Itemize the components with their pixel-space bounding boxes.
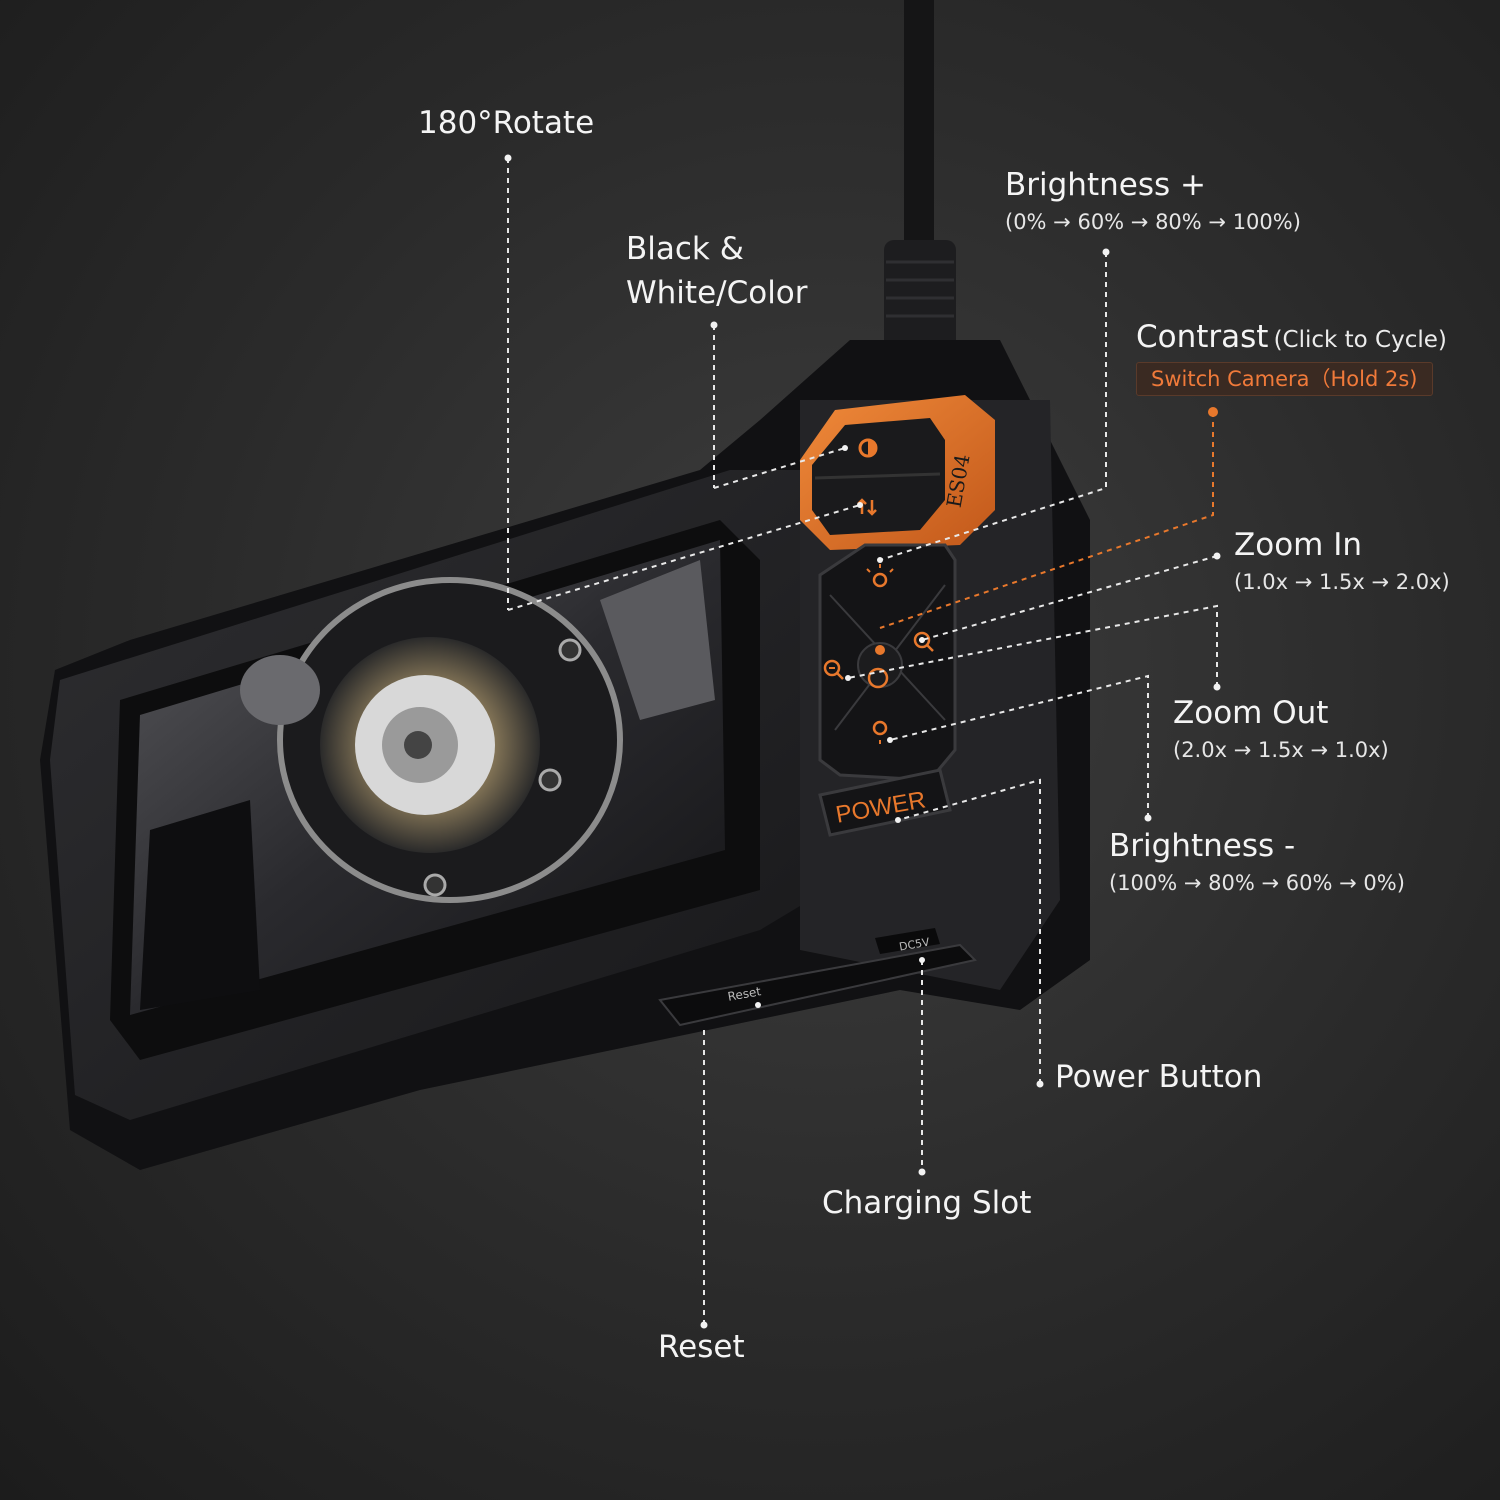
label-zoom-in: Zoom In (1.0x → 1.5x → 2.0x) <box>1234 527 1450 594</box>
line-bw-color-elbow <box>713 447 846 489</box>
line-contrast <box>879 412 1214 629</box>
label-charging: Charging Slot <box>822 1185 1032 1222</box>
line-brightness-plus <box>879 252 1107 561</box>
cable <box>884 0 956 350</box>
label-power: Power Button <box>1055 1059 1263 1096</box>
label-rotate: 180°Rotate <box>418 105 595 142</box>
label-bw-color-line1: Black & <box>626 231 744 267</box>
switch-camera-icon <box>867 645 889 689</box>
label-contrast-hint: (Click to Cycle) <box>1273 327 1447 353</box>
label-brightness-plus: Brightness + (0% → 60% → 80% → 100%) <box>1005 167 1301 234</box>
label-brightness-minus: Brightness - (100% → 80% → 60% → 0%) <box>1109 828 1405 895</box>
label-zoom-in-title: Zoom In <box>1234 527 1363 563</box>
dc-port-label: DC5V <box>898 935 931 953</box>
screen-display <box>130 540 725 1015</box>
gear-image <box>140 560 715 1010</box>
label-power-title: Power Button <box>1055 1059 1263 1095</box>
contrast-dot <box>1208 407 1218 417</box>
line-zoom-out <box>847 604 1218 687</box>
zoom-out-icon <box>823 659 844 680</box>
label-charging-title: Charging Slot <box>822 1185 1032 1221</box>
top-button-pod: ES04 <box>800 395 995 550</box>
label-reset: Reset <box>658 1329 745 1366</box>
dpad <box>818 543 957 782</box>
label-brightness-plus-title: Brightness + <box>1005 167 1206 203</box>
label-brightness-plus-detail: (0% → 60% → 80% → 100%) <box>1005 209 1301 234</box>
label-contrast: Contrast (Click to Cycle) Switch Camera（… <box>1136 319 1447 396</box>
line-power <box>897 778 1041 1084</box>
bottom-ports: Reset DC5V <box>658 928 977 1027</box>
brightness-down-icon <box>872 720 888 744</box>
label-reset-title: Reset <box>658 1329 745 1365</box>
callout-lines <box>507 158 1218 1325</box>
label-contrast-badge: Switch Camera（Hold 2s) <box>1136 361 1433 396</box>
line-brightness-minus <box>889 674 1149 818</box>
label-rotate-title: 180°Rotate <box>418 105 595 141</box>
label-zoom-out-title: Zoom Out <box>1173 695 1329 731</box>
label-brightness-minus-title: Brightness - <box>1109 828 1296 864</box>
callout-dots <box>504 154 1221 1329</box>
label-contrast-title: Contrast <box>1136 319 1269 355</box>
contrast-icon <box>858 438 878 458</box>
label-zoom-out-detail: (2.0x → 1.5x → 1.0x) <box>1173 737 1389 762</box>
reset-port-label: Reset <box>727 984 763 1004</box>
label-brightness-minus-detail: (100% → 80% → 60% → 0%) <box>1109 870 1405 895</box>
label-zoom-in-detail: (1.0x → 1.5x → 2.0x) <box>1234 569 1450 594</box>
label-bw-color-line2: White/Color <box>626 274 808 311</box>
line-rotate-elbow <box>507 504 861 611</box>
brightness-up-icon <box>866 564 894 588</box>
label-bw-color: Black & White/Color <box>626 231 808 311</box>
label-zoom-out: Zoom Out (2.0x → 1.5x → 1.0x) <box>1173 695 1389 762</box>
line-zoom-in <box>921 555 1218 641</box>
